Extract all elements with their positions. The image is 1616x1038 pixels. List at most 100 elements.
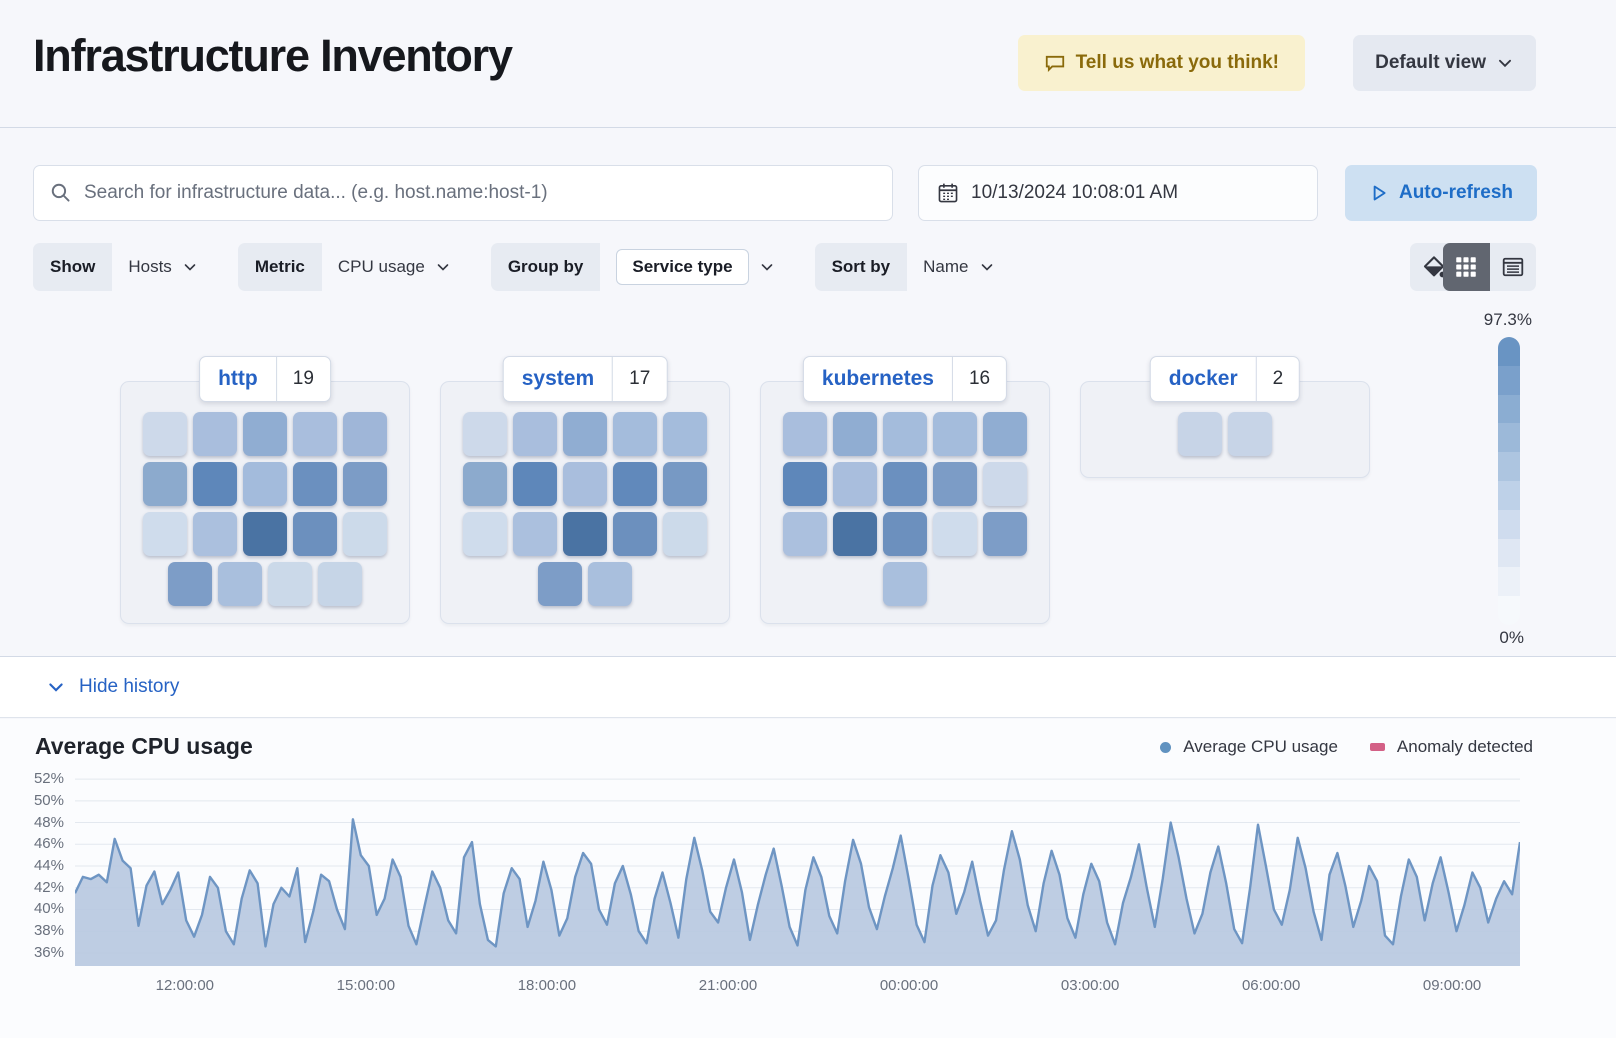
- host-node-tile[interactable]: [143, 462, 187, 506]
- host-node-tile[interactable]: [663, 512, 707, 556]
- legend-item-cpu[interactable]: Average CPU usage: [1160, 737, 1338, 757]
- table-view-button[interactable]: [1489, 243, 1536, 291]
- host-node-tile[interactable]: [143, 512, 187, 556]
- host-node-tile[interactable]: [983, 462, 1027, 506]
- host-node-tile[interactable]: [538, 562, 582, 606]
- host-node-tile[interactable]: [933, 412, 977, 456]
- date-picker[interactable]: 10/13/2024 10:08:01 AM: [918, 165, 1318, 221]
- legend-anomaly-label: Anomaly detected: [1396, 737, 1533, 756]
- group-by-chip[interactable]: Service type: [616, 249, 749, 285]
- host-node-tile[interactable]: [343, 462, 387, 506]
- group-label-pill[interactable]: http 19: [199, 356, 331, 402]
- host-node-tile[interactable]: [563, 462, 607, 506]
- host-node-tile[interactable]: [883, 412, 927, 456]
- host-node-tile[interactable]: [293, 512, 337, 556]
- scale-step: [1498, 538, 1520, 568]
- host-node-tile[interactable]: [463, 462, 507, 506]
- auto-refresh-button[interactable]: Auto-refresh: [1344, 165, 1537, 221]
- host-node-tile[interactable]: [513, 512, 557, 556]
- group-name-link[interactable]: docker: [1168, 367, 1238, 390]
- group-name-link[interactable]: system: [521, 367, 595, 390]
- host-node-tile[interactable]: [343, 512, 387, 556]
- host-node-tile[interactable]: [243, 462, 287, 506]
- host-node-tile[interactable]: [463, 412, 507, 456]
- host-node-tile[interactable]: [513, 462, 557, 506]
- host-node-tile[interactable]: [613, 462, 657, 506]
- chart-title: Average CPU usage: [35, 733, 253, 759]
- auto-refresh-label: Auto-refresh: [1398, 182, 1513, 203]
- host-node-tile[interactable]: [193, 512, 237, 556]
- host-node-tile[interactable]: [513, 412, 557, 456]
- pill-divider: [1255, 357, 1257, 401]
- host-node-tile[interactable]: [588, 562, 632, 606]
- host-node-tile[interactable]: [343, 412, 387, 456]
- map-view-button[interactable]: [1443, 243, 1490, 291]
- metric-select[interactable]: CPU usage: [322, 243, 467, 291]
- feedback-button[interactable]: Tell us what you think!: [1017, 35, 1305, 91]
- host-node-tile[interactable]: [1228, 412, 1272, 456]
- host-node-tile[interactable]: [1178, 412, 1222, 456]
- scale-step: [1498, 423, 1520, 453]
- host-node-tile[interactable]: [783, 512, 827, 556]
- host-node-tile[interactable]: [463, 512, 507, 556]
- group-name-link[interactable]: kubernetes: [821, 367, 934, 390]
- host-node-tile[interactable]: [613, 512, 657, 556]
- host-node-tile[interactable]: [933, 512, 977, 556]
- view-mode-toggle: [1443, 243, 1536, 291]
- default-view-button[interactable]: Default view: [1353, 35, 1536, 91]
- scale-step: [1498, 596, 1520, 625]
- filter-row: Show Hosts Metric CPU usage Group by Ser…: [33, 243, 1011, 291]
- host-node-tile[interactable]: [613, 412, 657, 456]
- host-node-tile[interactable]: [318, 562, 362, 606]
- host-node-tile[interactable]: [243, 412, 287, 456]
- cpu-line: [75, 818, 1520, 948]
- page-title: Infrastructure Inventory: [33, 30, 513, 81]
- host-node-tile[interactable]: [833, 462, 877, 506]
- host-node-tile[interactable]: [218, 562, 262, 606]
- host-node-tile[interactable]: [168, 562, 212, 606]
- host-node-tile[interactable]: [268, 562, 312, 606]
- group-by-select[interactable]: Service type: [600, 243, 790, 291]
- legend-item-anomaly[interactable]: Anomaly detected: [1369, 737, 1533, 757]
- host-node-tile[interactable]: [563, 412, 607, 456]
- group-count: 19: [292, 368, 314, 389]
- host-node-tile[interactable]: [883, 562, 927, 606]
- host-node-tile[interactable]: [143, 412, 187, 456]
- show-select[interactable]: Hosts: [112, 243, 213, 291]
- chart-legend: Average CPU usage Anomaly detected: [1160, 737, 1533, 757]
- search-input[interactable]: [84, 182, 876, 204]
- host-node-tile[interactable]: [193, 462, 237, 506]
- host-node-tile[interactable]: [663, 412, 707, 456]
- host-node-tile[interactable]: [293, 412, 337, 456]
- host-node-tile[interactable]: [193, 412, 237, 456]
- search-bar[interactable]: [33, 165, 893, 221]
- host-node-tile[interactable]: [783, 412, 827, 456]
- host-node-tile[interactable]: [933, 462, 977, 506]
- host-node-tile[interactable]: [833, 412, 877, 456]
- sort-by-select[interactable]: Name: [907, 243, 1010, 291]
- show-label: Show: [33, 243, 113, 291]
- scale-max-label: 97.3%: [1483, 310, 1532, 329]
- chevron-down-icon: [761, 264, 772, 271]
- host-node-tile[interactable]: [783, 462, 827, 506]
- scale-min-label: 0%: [1499, 628, 1524, 647]
- host-node-tile[interactable]: [563, 512, 607, 556]
- host-node-tile[interactable]: [883, 462, 927, 506]
- hide-history-toggle[interactable]: Hide history: [46, 676, 179, 698]
- host-node-tile[interactable]: [883, 512, 927, 556]
- host-node-tile[interactable]: [243, 512, 287, 556]
- host-node-tile[interactable]: [293, 462, 337, 506]
- y-tick-label: 38%: [33, 922, 64, 940]
- host-node-tile[interactable]: [983, 512, 1027, 556]
- cpu-chart-svg[interactable]: [75, 778, 1520, 966]
- host-node-tile[interactable]: [663, 462, 707, 506]
- host-node-tile[interactable]: [983, 412, 1027, 456]
- metric-value: CPU usage: [337, 257, 425, 276]
- scale-step: [1498, 509, 1520, 539]
- host-node-tile[interactable]: [833, 512, 877, 556]
- group-name-link[interactable]: http: [218, 367, 258, 390]
